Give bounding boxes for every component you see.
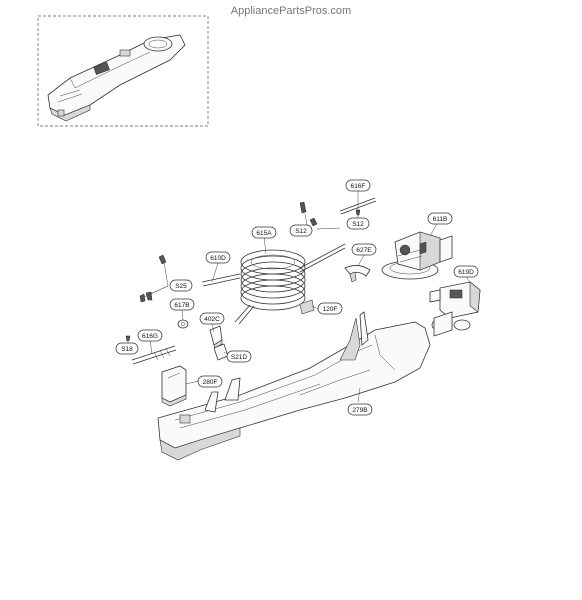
- svg-text:S12: S12: [295, 228, 307, 235]
- callout-627E: 627E: [351, 243, 377, 256]
- svg-text:S25: S25: [175, 283, 187, 290]
- svg-text:120F: 120F: [323, 306, 338, 313]
- callout-S12-a: S12: [289, 224, 313, 237]
- svg-text:616G: 616G: [142, 333, 158, 340]
- housing-279B: [157, 311, 431, 461]
- svg-text:616F: 616F: [351, 183, 366, 190]
- callout-280F: 280F: [197, 375, 223, 388]
- callout-610D: 610D: [205, 251, 231, 264]
- rod-616F: [339, 197, 377, 215]
- callout-616F: 616F: [345, 179, 371, 192]
- valve-619D: [429, 281, 481, 337]
- svg-text:S18: S18: [121, 346, 133, 353]
- rod-616G: [131, 345, 177, 365]
- svg-text:610D: 610D: [210, 255, 226, 262]
- clip-627E: [344, 265, 371, 283]
- svg-text:S12: S12: [352, 221, 364, 228]
- svg-text:627E: 627E: [356, 247, 372, 254]
- lever-402C: [209, 325, 223, 349]
- motor-assembly-611B: [381, 231, 453, 280]
- callout-S12-b: S12: [346, 217, 370, 230]
- svg-text:615A: 615A: [256, 230, 272, 237]
- callout-617B: 617B: [169, 298, 195, 311]
- watermark: AppliancePartsPros.com: [230, 5, 352, 17]
- svg-text:279B: 279B: [352, 407, 367, 414]
- callout-611B: 611B: [427, 212, 453, 225]
- callout-615A: 615A: [251, 226, 277, 239]
- svg-text:402C: 402C: [204, 316, 220, 323]
- screws: [125, 201, 361, 342]
- callout-616G: 616G: [137, 329, 163, 342]
- svg-text:619D: 619D: [458, 269, 474, 276]
- coil-tubing-615A: [234, 243, 346, 325]
- svg-text:S21D: S21D: [231, 354, 248, 361]
- callout-120F: 120F: [317, 302, 343, 315]
- pad-120F: [299, 299, 315, 315]
- callout-619D: 619D: [453, 265, 479, 278]
- callout-279B: 279B: [347, 403, 373, 416]
- svg-text:280F: 280F: [203, 379, 218, 386]
- callout-S21D: S21D: [226, 350, 252, 363]
- svg-text:611B: 611B: [433, 216, 448, 223]
- tube-610D: [201, 273, 241, 287]
- callout-402C: 402C: [199, 312, 225, 325]
- thumbnail-inset: [37, 15, 209, 127]
- spring-617B: [177, 319, 189, 329]
- callout-S25: S25: [169, 279, 193, 292]
- bracket-280F: [161, 365, 187, 407]
- callout-S18: S18: [115, 342, 139, 355]
- svg-text:617B: 617B: [174, 302, 189, 309]
